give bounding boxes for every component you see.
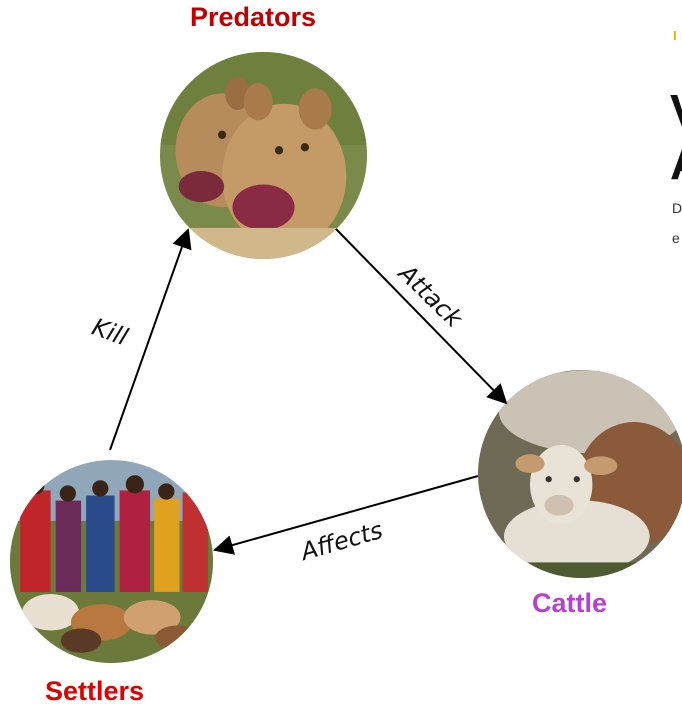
panel-text-line1: D: [672, 200, 682, 216]
cropped-side-panel: I V A D e: [668, 0, 682, 709]
panel-text-line2: e: [672, 230, 680, 246]
attack-arrow: [336, 229, 506, 403]
panel-heading-line2: A: [670, 140, 682, 186]
panel-tag: I: [673, 28, 677, 43]
panel-heading-line1: V: [670, 88, 682, 134]
